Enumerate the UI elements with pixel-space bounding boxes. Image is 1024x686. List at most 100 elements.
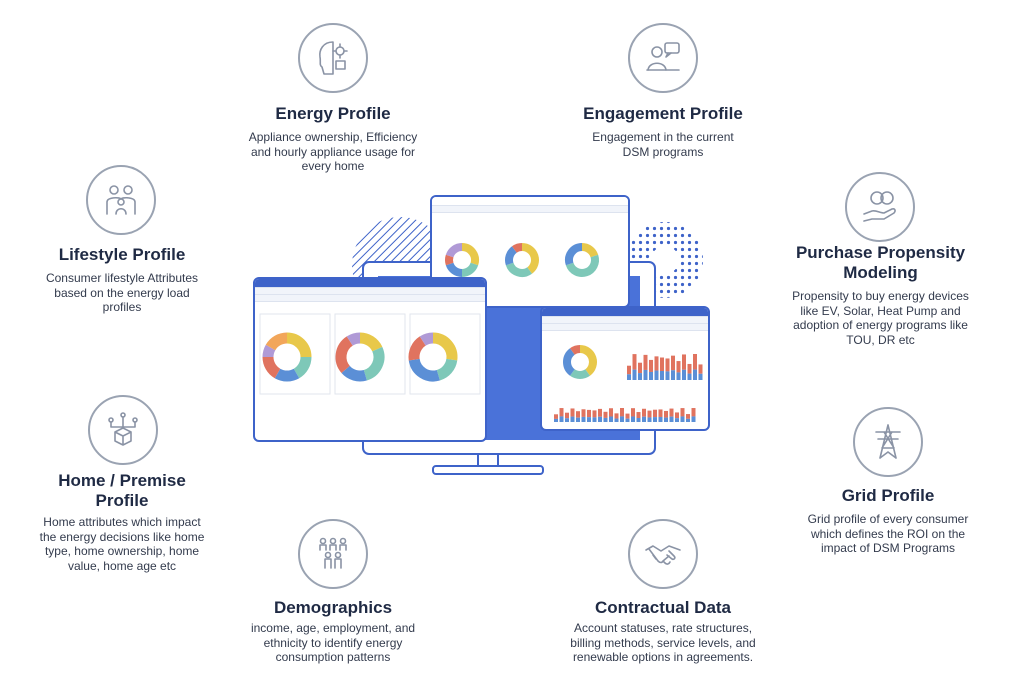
purchase-propensity-title: Purchase Propensity Modeling [778,243,983,283]
bar-mark [686,414,690,419]
bar-mark [658,409,663,417]
bar-mark [581,409,586,417]
dashboard-screen-left [253,277,487,442]
bar-mark [654,356,659,371]
bar-mark [671,370,675,380]
bar-mark [665,358,670,372]
bar-mark [693,369,697,380]
bar-mark [592,410,597,418]
donut-segment [445,262,463,277]
home-premise-title: Home / Premise Profile [22,471,222,511]
person-chat-icon [628,23,698,93]
donut-segment [565,243,583,266]
donut-segment [581,243,599,258]
bar-mark [686,418,690,422]
donut-segment [505,246,518,266]
home-desc-line: type, home ownership, home [44,544,200,558]
bar-mark [570,416,575,422]
bar-mark [649,371,653,380]
engagement-desc-line: DSM programs [622,144,704,159]
bar-mark [660,357,664,372]
bar-mark [653,417,657,422]
bar-mark [559,416,564,422]
bar-mark [691,408,696,417]
bar-mark [647,417,652,422]
bar-mark [620,408,624,417]
lifestyle-desc-line: profiles [102,300,142,314]
hand-coins-icon [845,172,915,242]
family-icon [86,165,156,235]
lifestyle-desc-line: Consumer lifestyle Attributes [45,271,199,285]
bar-mark [680,408,685,417]
donut-segment [461,243,479,266]
bar-mark [680,416,685,422]
donut-segment [346,332,361,346]
bar-mark [682,354,686,370]
bar-mark [627,374,631,380]
grid-profile-title: Grid Profile [841,486,935,505]
engagement-profile-title: Engagement Profile [583,104,743,123]
brain-gear-icon [298,23,368,93]
dashboard-screen-top [430,195,630,308]
bar-mark [693,354,697,370]
bar-mark [676,372,681,380]
demographics-desc-line: income, age, employment, and [250,621,416,635]
bar-mark [691,416,696,422]
purchase-title-line: Modeling [843,263,918,282]
bar-charts-right [554,345,703,422]
donut-segment [408,358,440,382]
bar-mark [598,408,602,417]
lifestyle-desc-line: based on the energy load [54,285,190,300]
home-desc-line: value, home age etc [67,558,177,573]
donut-segment [363,346,385,381]
bar-mark [671,355,675,371]
purchase-desc-line: like EV, Solar, Heat Pump and [800,303,961,318]
bar-mark [698,364,703,374]
network-box-icon [88,395,158,465]
donut-segment [461,262,479,277]
bar-mark [638,373,642,380]
demographics-desc-line: ethnicity to identify energy [263,635,403,650]
bar-mark [554,414,558,419]
bar-mark [660,371,664,380]
lifestyle-profile-title: Lifestyle Profile [58,245,186,264]
bar-mark [620,416,624,422]
dashboard-screen-right [540,306,710,431]
bar-mark [632,369,637,380]
demographics-desc-line: consumption patterns [275,650,391,664]
home-desc-line: the energy decisions like home [39,529,205,544]
bar-mark [682,369,686,380]
people-group-icon [298,519,368,589]
donut-segment [286,332,312,358]
donut-segment [265,332,288,351]
grid-desc-line: Grid profile of every consumer [807,512,969,526]
bar-mark [638,362,642,374]
purchase-title-line: Purchase Propensity [795,243,966,262]
donut-segment [565,254,599,277]
donut-segment [563,348,576,376]
contractual-desc-line: Account statuses, rate structures, [573,621,753,635]
donut-segment [293,356,312,379]
bar-mark [565,412,569,419]
donut-segment [505,262,532,277]
donut-segment [570,369,590,379]
purchase-desc-line: adoption of energy programs like [793,318,968,332]
bar-mark [647,410,652,418]
grid-desc-line: which defines the ROI on the [810,526,966,541]
bar-mark [625,418,630,422]
bar-mark [565,418,569,422]
contractual-desc-line: billing methods, service levels, and [570,635,756,650]
contractual-desc-line: renewable options in agreements. [572,650,754,664]
bar-mark [636,418,641,422]
bar-mark [649,359,653,372]
donut-charts-left [259,313,481,395]
engagement-profile-block: Engagement Profile Engagement in the cur… [563,104,763,159]
energy-desc-line: Appliance ownership, Efficiency [248,130,418,144]
bar-mark [643,369,648,380]
donut-segment [521,243,539,274]
donut-segment [570,345,581,355]
bar-mark [654,370,659,380]
home-desc-line: Home attributes which impact [43,515,201,529]
energy-profile-title: Energy Profile [275,104,391,123]
bar-mark [631,408,635,417]
